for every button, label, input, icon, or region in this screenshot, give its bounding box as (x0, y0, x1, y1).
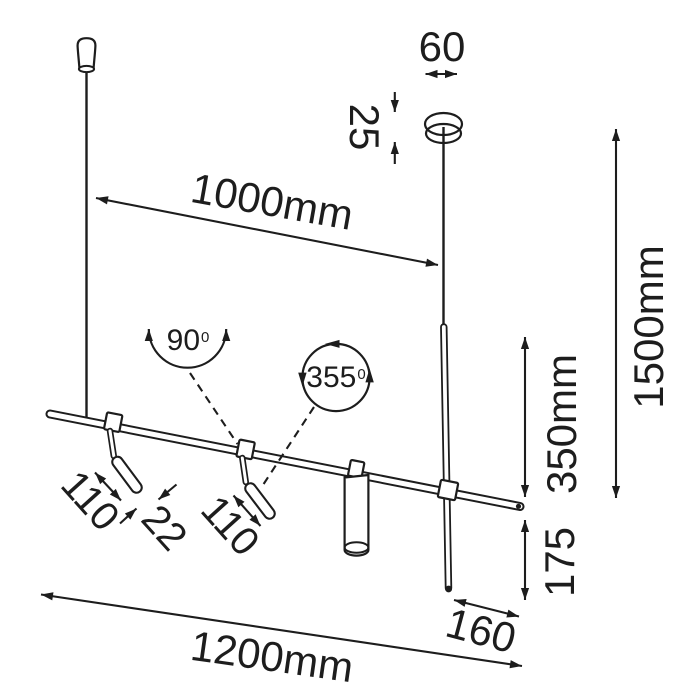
spotlight-1 (103, 411, 143, 494)
spotlight-2 (235, 438, 276, 520)
rotation-angle-circle (298, 339, 374, 413)
ceiling-grip (76, 37, 97, 74)
label-rod-above-bar: 350mm (538, 353, 585, 495)
rod-end-cap (445, 585, 452, 593)
label-rod-below-bar: 175 (536, 526, 583, 598)
cylinder-light (343, 458, 370, 557)
label-canopy-height: 25 (341, 103, 388, 151)
label-canopy-width: 60 (418, 23, 466, 70)
dim-spot-diameter-upper (157, 483, 178, 501)
label-rotation-angle: 3550 (306, 361, 366, 394)
degree-superscript: 0 (357, 365, 366, 383)
dimension-lines (40, 69, 621, 669)
bar-end-cap (515, 503, 522, 509)
leader-355-to-tube (261, 406, 315, 488)
spotlight-2-slider (235, 438, 256, 461)
dim-bar-length (40, 592, 523, 669)
dim-spotlight-2-length (232, 494, 262, 527)
leader-90-to-slider (189, 372, 239, 445)
rotation-arrow-left (298, 372, 307, 387)
leader-lines (189, 372, 315, 488)
rotation-arrow-right (365, 368, 374, 383)
spotlight-1-slider (103, 411, 124, 433)
rotation-arrow-top (325, 339, 340, 348)
label-tilt-angle: 900 (166, 324, 210, 357)
tilt-angle-arc (144, 328, 231, 369)
degree-superscript: 0 (201, 328, 210, 346)
dim-suspension-spacing (95, 196, 439, 267)
dim-spotlight-1-length (94, 471, 122, 502)
rod-bar-connector (436, 478, 460, 502)
dim-spot-diameter-lower (119, 507, 138, 525)
suspension-rod (440, 323, 453, 593)
cylinder-light-rim (343, 541, 370, 554)
label-overall-drop: 1500mm (625, 245, 672, 409)
